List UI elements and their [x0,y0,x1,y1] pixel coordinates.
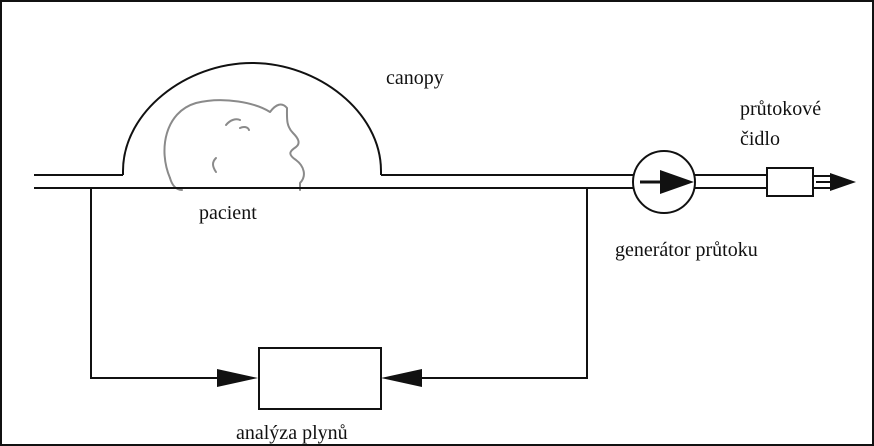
flow-sensor [766,167,856,197]
sample-left-arrow-icon [217,369,258,387]
flow-sensor-label-line2: čidlo [740,128,780,150]
flow-sensor-box [766,167,814,197]
flow-generator-label: generátor průtoku [615,239,758,261]
gas-analysis-label: analýza plynů [236,422,348,444]
flow-sensor-label-line1: průtokové [740,98,822,120]
sample-right-arrow-icon [381,369,422,387]
gas-analyzer-box [258,347,382,410]
flow-generator-arrow-icon [660,170,694,194]
canopy-label: canopy [386,67,444,89]
air-channel [34,171,767,189]
sampling-lines [90,188,588,379]
patient-head-outline [163,99,305,191]
patient-label: pacient [199,202,257,224]
flow-exit-arrow-icon [830,173,856,191]
flow-generator [632,150,696,214]
canopy-dome [122,61,382,172]
